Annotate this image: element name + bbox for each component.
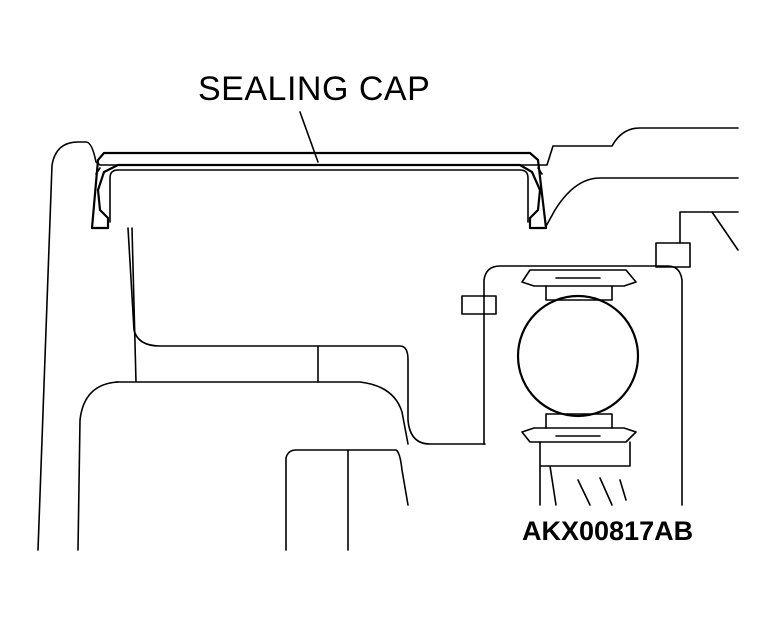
lower-right-detail — [539, 441, 631, 506]
housing-outline — [37, 127, 739, 551]
upper-right-bracket — [679, 211, 739, 251]
small-tab-left — [461, 295, 497, 315]
sealing-cap — [90, 151, 548, 230]
ball-bearing — [516, 269, 640, 443]
inner-bore — [285, 449, 409, 551]
shaft-section — [127, 227, 486, 445]
bearing-housing — [483, 265, 683, 506]
housing-inner-step — [544, 177, 739, 229]
figure-code: AKX00817AB — [522, 516, 694, 546]
callout-leader-line — [299, 111, 319, 163]
lower-bore — [77, 381, 119, 551]
lower-housing-wall — [115, 227, 409, 445]
sealing-cap-label: SEALING CAP — [198, 70, 431, 108]
small-tab-right — [655, 242, 691, 268]
